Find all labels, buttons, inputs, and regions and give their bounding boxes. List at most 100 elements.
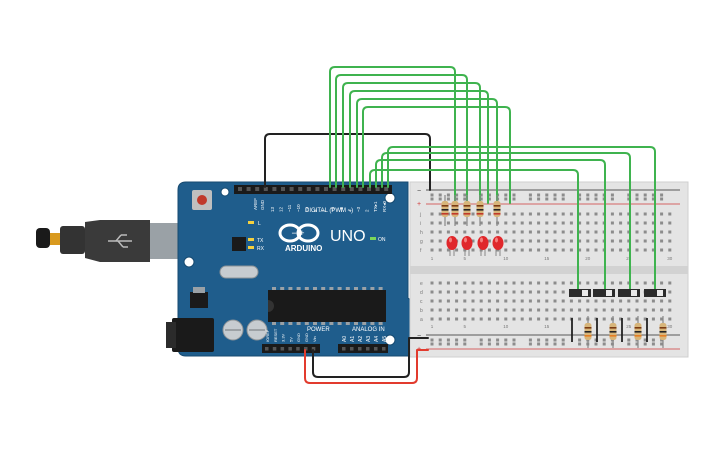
breadboard-hole (520, 248, 524, 252)
resistor[interactable] (451, 195, 459, 226)
power-jack[interactable] (172, 318, 214, 352)
header-hole (366, 347, 370, 351)
resistor-band (493, 213, 501, 215)
red-led[interactable] (492, 236, 504, 256)
rail-hole (504, 197, 508, 201)
switch-slider[interactable] (657, 290, 663, 296)
wires[interactable] (264, 66, 656, 384)
wire-switch-4[interactable] (387, 146, 656, 291)
breadboard-hole (594, 281, 598, 285)
resistor[interactable] (493, 195, 501, 226)
breadboard-hole (545, 317, 549, 321)
logo-symbols: − + (291, 228, 304, 238)
resistor[interactable] (441, 195, 449, 226)
led-resistors[interactable] (441, 195, 501, 226)
led-array[interactable] (446, 236, 504, 256)
breadboard-hole (660, 308, 664, 312)
breadboard-hole (578, 299, 582, 303)
resistor[interactable] (476, 195, 484, 226)
analog-header[interactable] (338, 344, 388, 353)
slide-switch[interactable] (644, 289, 666, 297)
power-header-label: POWER (307, 327, 330, 333)
wire-switch-3[interactable] (381, 152, 631, 291)
wire-led-3[interactable] (342, 82, 481, 204)
breadboard-hole (537, 221, 541, 225)
red-led[interactable] (446, 236, 458, 256)
switch-slider[interactable] (631, 290, 637, 296)
chip-pin (329, 287, 334, 290)
breadboard-hole (430, 248, 434, 252)
slide-switch[interactable] (618, 289, 640, 297)
breadboard-hole (651, 248, 655, 252)
digital-header[interactable] (234, 185, 392, 194)
breadboard-hole (528, 230, 532, 234)
wire-switch-1[interactable] (369, 169, 579, 291)
breadboard-hole (545, 308, 549, 312)
breadboard-hole (619, 230, 623, 234)
breadboard-hole (610, 221, 614, 225)
breadboard-hole (487, 290, 491, 294)
resistor[interactable] (571, 316, 592, 348)
breadboard-hole (569, 281, 573, 285)
red-led[interactable] (477, 236, 489, 256)
breadboard-hole (446, 221, 450, 225)
breadboard-hole (528, 281, 532, 285)
breadboard-hole (643, 239, 647, 243)
slide-switch[interactable] (569, 289, 591, 297)
wire-led-2[interactable] (335, 74, 468, 204)
breadboard-hole (487, 308, 491, 312)
wire-led-6[interactable] (362, 106, 511, 204)
analog-pin-label: A4 (374, 336, 380, 342)
wire-gnd-bottom-black[interactable] (312, 337, 429, 378)
breadboard-hole (471, 221, 475, 225)
rail-hole (479, 193, 483, 197)
wire-switch-2[interactable] (375, 159, 606, 291)
reset-button-cap[interactable] (197, 195, 207, 205)
wire-led-4[interactable] (349, 90, 489, 204)
resistor-band (659, 335, 667, 337)
column-number: 5 (464, 256, 467, 261)
switch-slider[interactable] (582, 290, 588, 296)
breadboard-hole (619, 317, 623, 321)
pulldown-resistors[interactable] (571, 316, 667, 348)
column-number: 15 (544, 324, 550, 329)
wire-led-1[interactable] (329, 66, 456, 204)
chip-pin (345, 322, 350, 325)
red-led[interactable] (461, 236, 473, 256)
rail-hole (512, 338, 516, 342)
rail-hole (496, 338, 500, 342)
breadboard-hole (660, 239, 664, 243)
breadboard-hole (471, 212, 475, 216)
rail-hole (512, 342, 516, 346)
header-hole (281, 187, 285, 191)
slide-switches[interactable] (569, 289, 666, 297)
breadboard-hole (430, 308, 434, 312)
resistor[interactable] (596, 316, 617, 348)
mounting-hole (183, 256, 195, 268)
wire-gnd-black[interactable] (264, 133, 431, 191)
switch-slider[interactable] (606, 290, 612, 296)
breadboard-hole (561, 317, 565, 321)
column-number: 20 (585, 256, 591, 261)
slide-switch[interactable] (593, 289, 615, 297)
rail-hole (586, 193, 590, 197)
digital-pin-label: TX▸1 (373, 201, 378, 212)
rail-hole (553, 338, 557, 342)
led-rx-indicator (248, 246, 254, 249)
resistor[interactable] (463, 195, 471, 226)
resistor[interactable] (646, 316, 667, 348)
wire-5v-red[interactable] (304, 349, 429, 384)
header-hole (341, 187, 346, 191)
breadboard-hole (651, 212, 655, 216)
breadboard-hole (635, 281, 639, 285)
resistor[interactable] (621, 316, 642, 348)
header-hole (255, 187, 260, 191)
rail-hole (651, 338, 655, 342)
arduino-logo-icon (278, 223, 320, 243)
wire-led-5[interactable] (356, 98, 498, 204)
usb-cable[interactable] (36, 220, 185, 262)
voltage-regulator-tab (193, 287, 205, 293)
breadboard-hole (528, 299, 532, 303)
